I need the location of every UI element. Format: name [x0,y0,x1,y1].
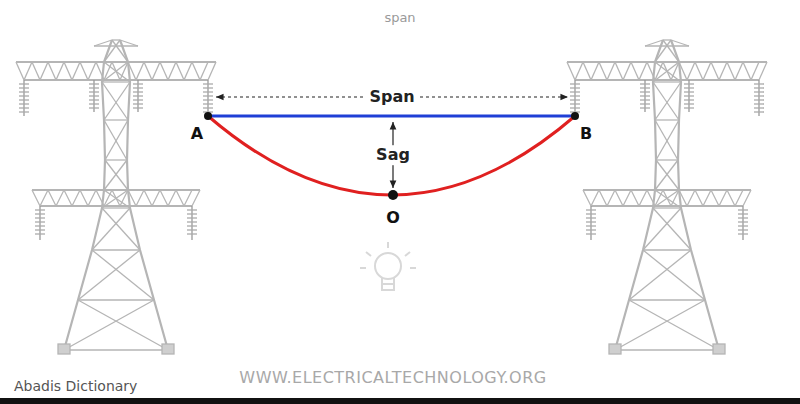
watermark: WWW.ELECTRICALTECHNOLOGY.ORG [239,369,546,387]
watermark: Abadis Dictionary [14,377,137,395]
tower [567,40,767,354]
point-b [571,112,579,120]
point-label: B [580,125,592,143]
point-label: A [191,125,203,143]
point-o [388,190,398,200]
point-label: B [580,125,592,143]
conductor-curve [208,116,575,195]
tower [16,40,216,354]
point-a [204,112,212,120]
sag-label: Sag [371,145,415,165]
point-label: O [386,209,400,227]
bulb-logo [360,242,416,290]
bottom-bar [0,398,800,404]
sag-label: Sag [371,145,415,165]
watermark: Abadis Dictionary [14,379,137,394]
point-label: A [191,125,203,143]
transmission-towers [16,40,767,354]
page-title: span [384,11,415,25]
point-label: O [386,209,400,227]
span-label: Span [364,87,419,107]
span-line [208,115,575,118]
watermark: WWW.ELECTRICALTECHNOLOGY.ORG [239,369,546,387]
page-title: span [384,8,415,26]
span-label: Span [364,87,419,107]
